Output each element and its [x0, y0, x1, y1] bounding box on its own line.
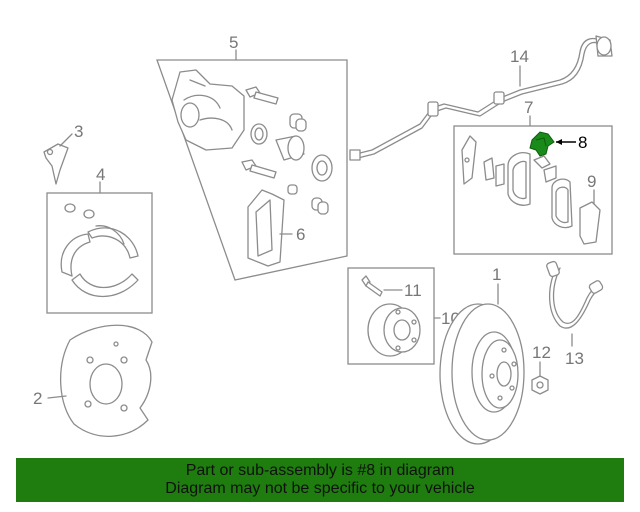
callout-4: 4 [96, 165, 105, 184]
callout-9: 9 [587, 172, 596, 191]
banner-line-1: Part or sub-assembly is #8 in diagram [185, 462, 455, 479]
info-banner: Part or sub-assembly is #8 in diagram Di… [16, 458, 624, 502]
callout-14: 14 [510, 47, 529, 66]
caliper-kit-group: 5 6 [156, 33, 348, 281]
callout-13: 13 [565, 349, 584, 368]
callout-7: 7 [524, 98, 533, 117]
hub-box [347, 267, 435, 365]
caliper-kit-box [156, 59, 348, 281]
abs-sensor-wire: 14 [349, 35, 613, 161]
callout-8: 8 [578, 133, 587, 152]
brake-hose: 13 [546, 260, 604, 368]
callout-11: 11 [404, 281, 422, 300]
hub-group: 11 10 [347, 267, 460, 365]
pad-kit-box [453, 125, 613, 255]
caliper-body [171, 69, 245, 151]
caliper-bracket [247, 189, 285, 267]
part-3-clip: 3 [43, 122, 83, 185]
brake-rotor: 1 [439, 265, 525, 445]
highlighted-part-8 [529, 131, 555, 157]
callout-12: 12 [532, 343, 551, 362]
hub-nut: 12 [531, 343, 551, 395]
parts-diagram: 5 6 3 [33, 33, 613, 445]
brake-shoe-group: 4 [46, 165, 153, 314]
callout-2: 2 [33, 389, 42, 408]
pad-kit-group: 7 9 8 [453, 98, 613, 255]
callout-1: 1 [492, 265, 501, 284]
banner-line-2: Diagram may not be specific to your vehi… [165, 480, 475, 497]
callout-3: 3 [74, 122, 83, 141]
callout-6: 6 [296, 225, 305, 244]
callout-5: 5 [229, 33, 238, 52]
backing-plate: 2 [33, 324, 153, 437]
